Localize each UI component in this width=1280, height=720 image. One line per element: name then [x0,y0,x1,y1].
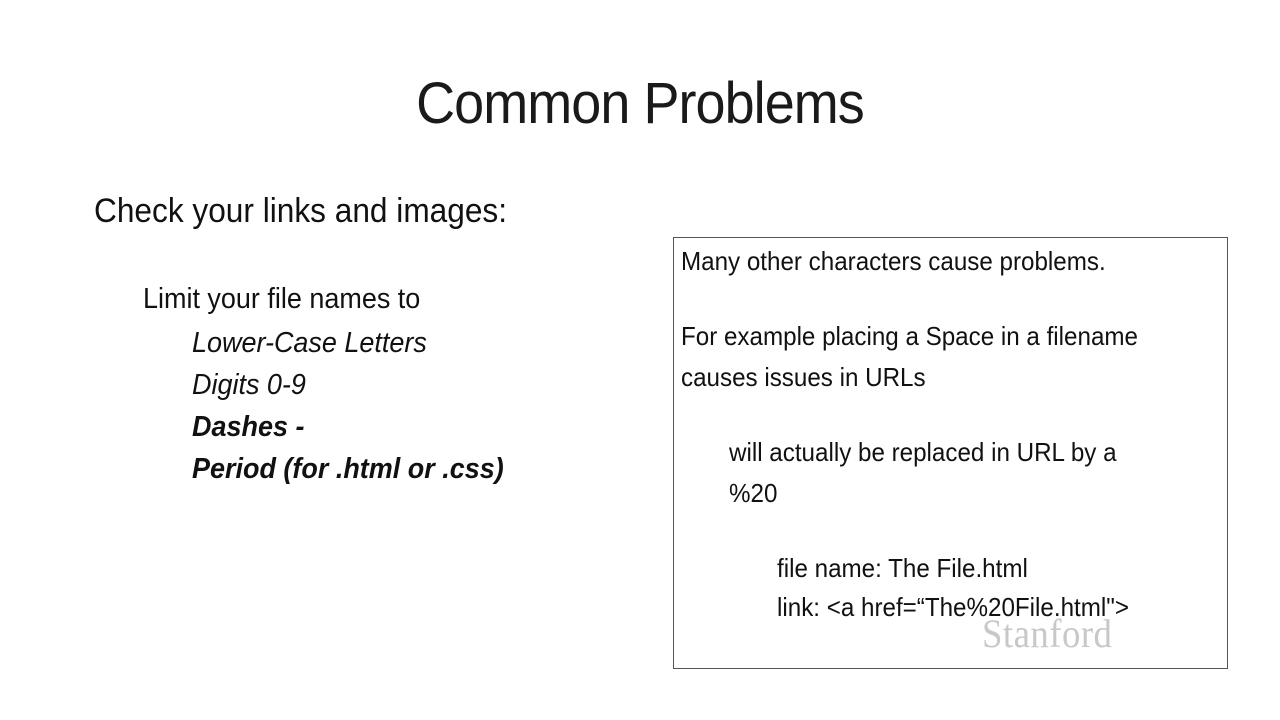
allowed-item-lowercase: Lower-Case Letters [192,327,427,359]
note-box: Many other characters cause problems. Fo… [673,237,1228,669]
note-line-example-1: For example placing a Space in a filenam… [681,321,1138,351]
note-line-replaced: will actually be replaced in URL by a [729,437,1117,467]
note-line-file-name: file name: The File.html [777,553,1028,583]
slide-title: Common Problems [416,71,865,136]
note-line-example-2: causes issues in URLs [681,362,926,392]
allowed-item-period: Period (for .html or .css) [192,453,504,485]
stanford-watermark: Stanford [982,611,1113,656]
note-line-percent20: %20 [729,478,778,508]
note-line-intro: Many other characters cause problems. [681,246,1106,276]
note-line-link: link: <a href=“The%20File.html"> [777,592,1129,622]
allowed-item-digits: Digits 0-9 [192,369,306,401]
left-heading: Check your links and images: [94,192,508,230]
allowed-item-dashes: Dashes - [192,411,305,443]
limit-file-names-line: Limit your file names to [143,283,421,315]
allowed-characters-list: Lower-Case Letters Digits 0-9 Dashes - P… [192,322,504,490]
